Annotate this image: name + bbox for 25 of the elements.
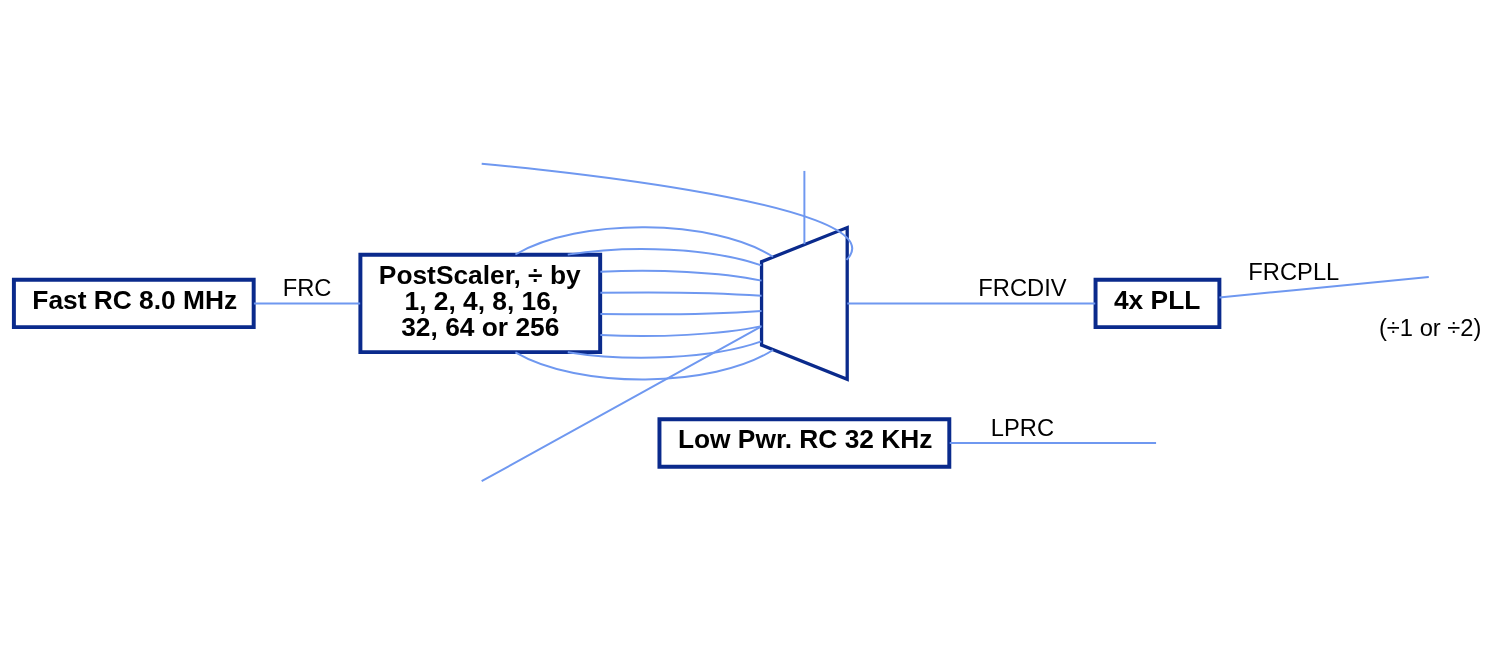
connector	[599, 310, 763, 316]
edge-label: FRC	[282, 275, 332, 302]
edge-label: LPRC	[990, 414, 1055, 441]
node-box: Fast RC 8.0 MHz	[11, 277, 256, 330]
connector	[480, 162, 853, 261]
connector	[252, 302, 362, 305]
node-trapezoid	[759, 225, 849, 382]
connector	[514, 349, 774, 381]
connector	[599, 269, 763, 282]
connector	[846, 302, 1097, 305]
connector	[1218, 276, 1430, 299]
connector	[803, 169, 806, 246]
edge-label: FRCPLL	[1248, 259, 1340, 286]
connector	[599, 291, 763, 297]
node-box: Low Pwr. RC 32 KHz	[657, 417, 952, 469]
node-box: 4x PLL	[1093, 277, 1222, 330]
label: (÷1 or ÷2)	[1378, 314, 1482, 341]
node-box: PostScaler, ÷ by 1, 2, 4, 8, 16, 32, 64 or 256	[358, 252, 603, 355]
connector	[948, 442, 1158, 445]
connector	[599, 325, 763, 337]
connector	[566, 340, 763, 359]
connector	[480, 325, 762, 483]
connector	[566, 248, 763, 267]
edge-label: FRCDIV	[978, 275, 1067, 302]
connector	[514, 226, 774, 258]
